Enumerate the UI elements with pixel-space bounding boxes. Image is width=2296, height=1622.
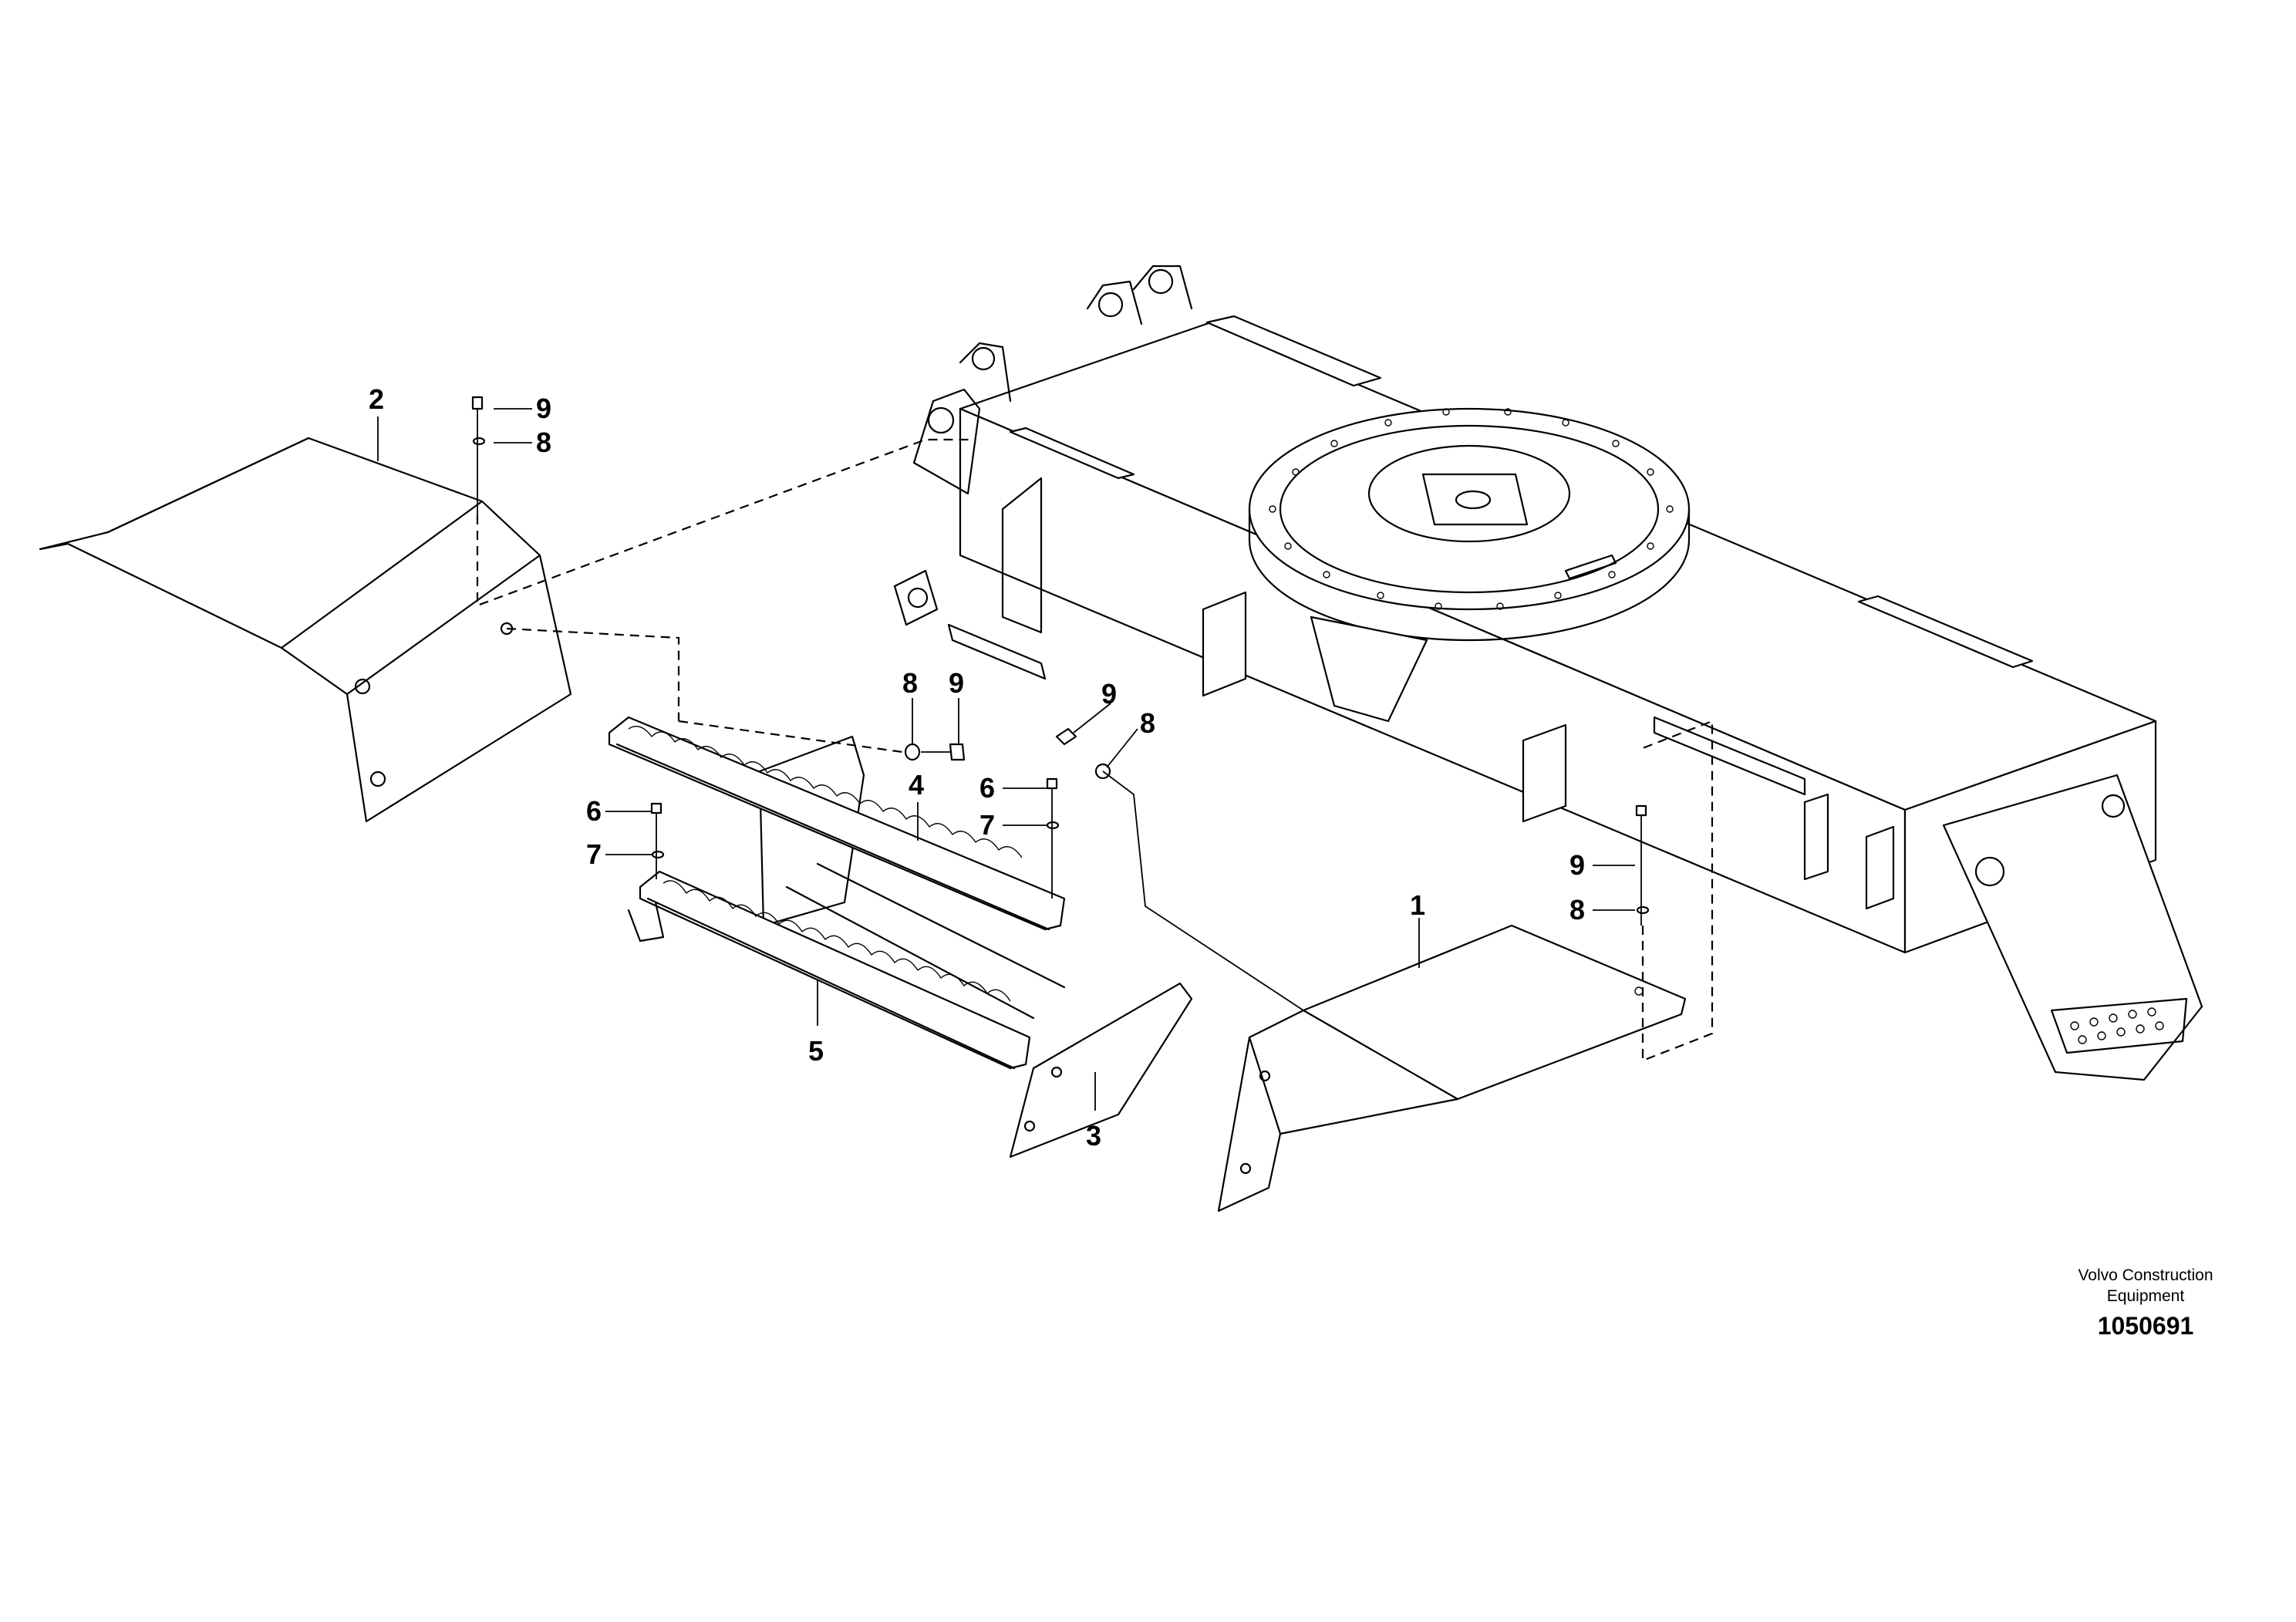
main-frame bbox=[893, 265, 2203, 1081]
callout-9-center: 9 bbox=[949, 667, 964, 699]
part-4-upper-step-tread bbox=[608, 716, 1066, 931]
callout-7-left: 7 bbox=[586, 838, 602, 870]
company-name-line-1: Volvo Construction bbox=[2078, 1266, 2213, 1284]
hardware bbox=[471, 396, 1650, 926]
part-5-lower-step-tread bbox=[627, 870, 1031, 1070]
end-step-holes bbox=[2070, 1007, 2164, 1044]
part-2-left-step-cover bbox=[39, 437, 572, 823]
callout-8-top-left: 8 bbox=[536, 427, 551, 458]
footer-block: Volvo Construction Equipment 1050691 bbox=[2078, 1266, 2213, 1340]
company-name-line-2: Equipment bbox=[2107, 1287, 2185, 1305]
drawing-number: 1050691 bbox=[2098, 1312, 2194, 1340]
callout-2: 2 bbox=[369, 383, 384, 415]
callout-8-upper-right: 8 bbox=[1140, 707, 1155, 739]
callout-labels: 1 2 3 4 5 6 6 7 7 8 8 8 8 9 9 9 9 bbox=[369, 383, 1585, 1152]
slew-ring-bolt-holes bbox=[1269, 408, 1674, 610]
callout-4: 4 bbox=[909, 769, 924, 801]
callout-8-right: 8 bbox=[1569, 894, 1585, 926]
callout-3: 3 bbox=[1086, 1120, 1101, 1152]
leader-lines bbox=[377, 408, 1714, 1111]
callout-8-center: 8 bbox=[902, 667, 918, 699]
callout-9-upper-right: 9 bbox=[1101, 678, 1117, 710]
callout-7-right: 7 bbox=[979, 809, 995, 841]
callout-1: 1 bbox=[1410, 889, 1425, 921]
callout-9-right: 9 bbox=[1569, 849, 1585, 881]
callout-6-right: 6 bbox=[979, 772, 995, 804]
callout-5: 5 bbox=[808, 1035, 824, 1067]
part-1-right-step-cover bbox=[1217, 924, 1687, 1212]
callout-6-left: 6 bbox=[586, 795, 602, 827]
callout-9-top-left: 9 bbox=[536, 393, 551, 424]
